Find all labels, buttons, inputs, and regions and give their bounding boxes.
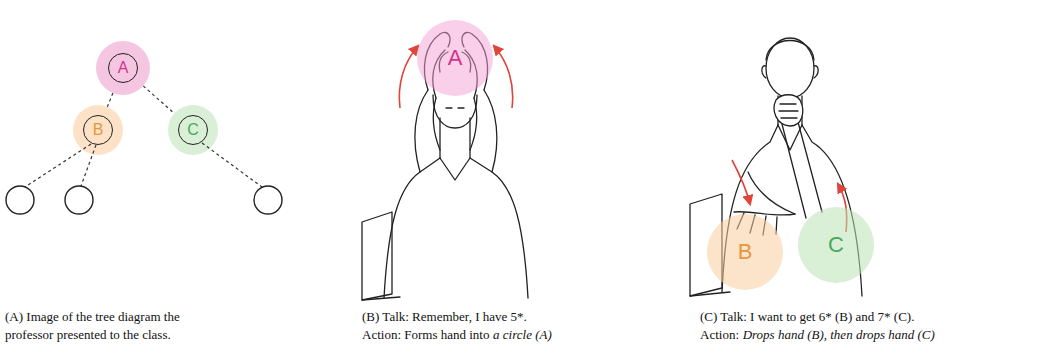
tree-node: A bbox=[108, 53, 138, 83]
caption-text: a circle (A) bbox=[493, 327, 552, 342]
drawing-part bbox=[254, 186, 282, 214]
drawing-part bbox=[690, 292, 730, 296]
drawing-part bbox=[25, 144, 91, 187]
drawing-part bbox=[484, 90, 497, 172]
caption-line: Action: Drops hand (B), then drops hand (… bbox=[700, 326, 935, 344]
caption-text: (B) Talk: Remember, I have 5*. bbox=[362, 309, 527, 324]
drawing-part bbox=[202, 143, 262, 187]
drawing-part bbox=[748, 172, 795, 214]
drawing-part bbox=[766, 41, 814, 61]
drawing-part bbox=[446, 107, 464, 108]
caption-line: (C) Talk: I want to get 6* (B) and 7* (C… bbox=[700, 308, 914, 326]
drawing-part bbox=[732, 160, 750, 204]
drawing-part bbox=[494, 46, 513, 108]
caption-text: Drops hand (B), then drops hand (C) bbox=[743, 327, 935, 342]
gesture-circle: A bbox=[417, 20, 493, 96]
drawing-part bbox=[96, 41, 150, 95]
node-letter: A bbox=[118, 60, 129, 76]
caption-line: (A) Image of the tree diagram the profes… bbox=[5, 308, 230, 344]
tree-glows bbox=[73, 41, 218, 155]
caption-text: Action: bbox=[700, 327, 739, 342]
leaf-circles bbox=[6, 186, 282, 214]
drawing-part bbox=[440, 118, 470, 158]
drawing-part bbox=[433, 95, 477, 128]
node-letter: C bbox=[187, 122, 199, 138]
tree-node: B bbox=[83, 115, 113, 145]
drawing-part bbox=[470, 158, 528, 298]
caption-text: (C) Talk: I want to get 6* (B) and 7* (C… bbox=[700, 309, 914, 324]
leaf-lines bbox=[25, 143, 262, 187]
drawing-part bbox=[779, 104, 798, 118]
drawing-part bbox=[6, 186, 34, 214]
drawing-part bbox=[470, 98, 477, 150]
drawing-part bbox=[762, 66, 818, 78]
drawing-part bbox=[65, 186, 93, 214]
drawing-part bbox=[399, 46, 418, 108]
drawing-part bbox=[782, 122, 822, 218]
drawing-part bbox=[168, 105, 218, 155]
node-letter: B bbox=[93, 122, 104, 138]
caption-text: Action: Forms hand into bbox=[362, 327, 489, 342]
drawing-part bbox=[81, 145, 96, 186]
drawing-part bbox=[766, 38, 814, 98]
drawing-part bbox=[384, 158, 440, 298]
drawing-part bbox=[362, 297, 400, 300]
tree-node: C bbox=[178, 115, 208, 145]
gesture-circle: B bbox=[707, 214, 783, 290]
caption-line: (B) Talk: Remember, I have 5*. bbox=[362, 308, 527, 326]
drawing-part bbox=[73, 105, 123, 155]
node-letter: B bbox=[738, 241, 753, 263]
drawing-part bbox=[415, 90, 428, 172]
drawing-part bbox=[440, 158, 470, 180]
drawing-part bbox=[433, 98, 440, 150]
caption-line: Action: Forms hand into a circle (A) bbox=[362, 326, 552, 344]
drawing-part bbox=[774, 95, 803, 126]
node-letter: A bbox=[448, 47, 463, 69]
node-letter: C bbox=[828, 234, 844, 256]
caption-text: (A) Image of the tree diagram the profes… bbox=[5, 309, 180, 342]
gesture-circle: C bbox=[798, 207, 874, 283]
drawing-part bbox=[778, 125, 802, 150]
